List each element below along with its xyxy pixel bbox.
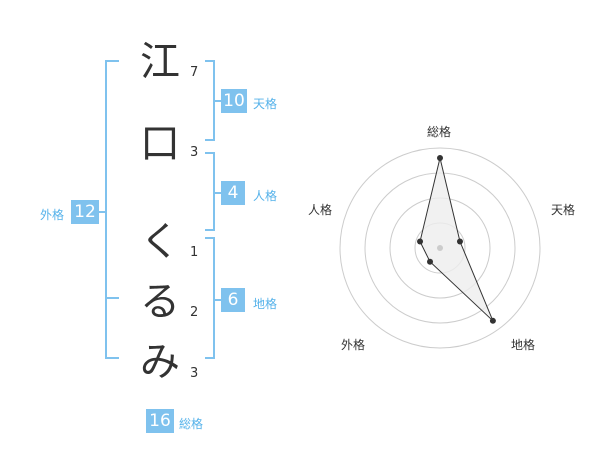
radar-label-jinkaku: 人格 (308, 203, 333, 217)
name-char-3: く (140, 219, 180, 265)
chikaku-value-box: 6 (221, 288, 245, 312)
gaikaku-value-box: 12 (71, 200, 99, 224)
jinkaku-label: 人格 (253, 189, 278, 203)
radar-point-1 (437, 155, 443, 161)
jinkaku-bracket (205, 152, 215, 231)
radar-ring (339, 147, 541, 349)
gaikaku-bracket (105, 60, 119, 359)
name-char-4: る (140, 279, 180, 325)
gaikaku-label: 外格 (40, 208, 65, 222)
stroke-count-3: 1 (190, 245, 199, 260)
radar-point-4 (427, 258, 434, 265)
radar-point-2 (456, 238, 463, 245)
radar-area (419, 157, 494, 322)
stroke-count-4: 2 (190, 305, 199, 320)
name-char-1: 江 (140, 39, 180, 85)
jinkaku-value-box: 4 (221, 181, 245, 205)
name-char-5: み (140, 339, 180, 385)
stroke-count-5: 3 (190, 366, 199, 381)
stroke-count-1: 7 (190, 65, 199, 80)
radar-label-chikaku: 地格 (511, 338, 536, 352)
tenkaku-value-box: 10 (221, 89, 247, 113)
chikaku-label: 地格 (253, 297, 278, 311)
tenkaku-label: 天格 (253, 97, 278, 111)
stroke-count-2: 3 (190, 145, 199, 160)
radar-point-5 (417, 238, 424, 245)
name-char-2: 口 (140, 121, 180, 167)
soukaku-label: 総格 (179, 417, 204, 431)
radar-label-soukaku: 総格 (427, 125, 452, 139)
radar-label-tenkaku: 天格 (551, 203, 576, 217)
soukaku-value-box: 16 (146, 409, 174, 433)
radar-point-3 (489, 317, 496, 324)
radar-center-point (437, 245, 443, 251)
chikaku-bracket (205, 237, 215, 359)
radar-label-gaikaku: 外格 (341, 338, 366, 352)
